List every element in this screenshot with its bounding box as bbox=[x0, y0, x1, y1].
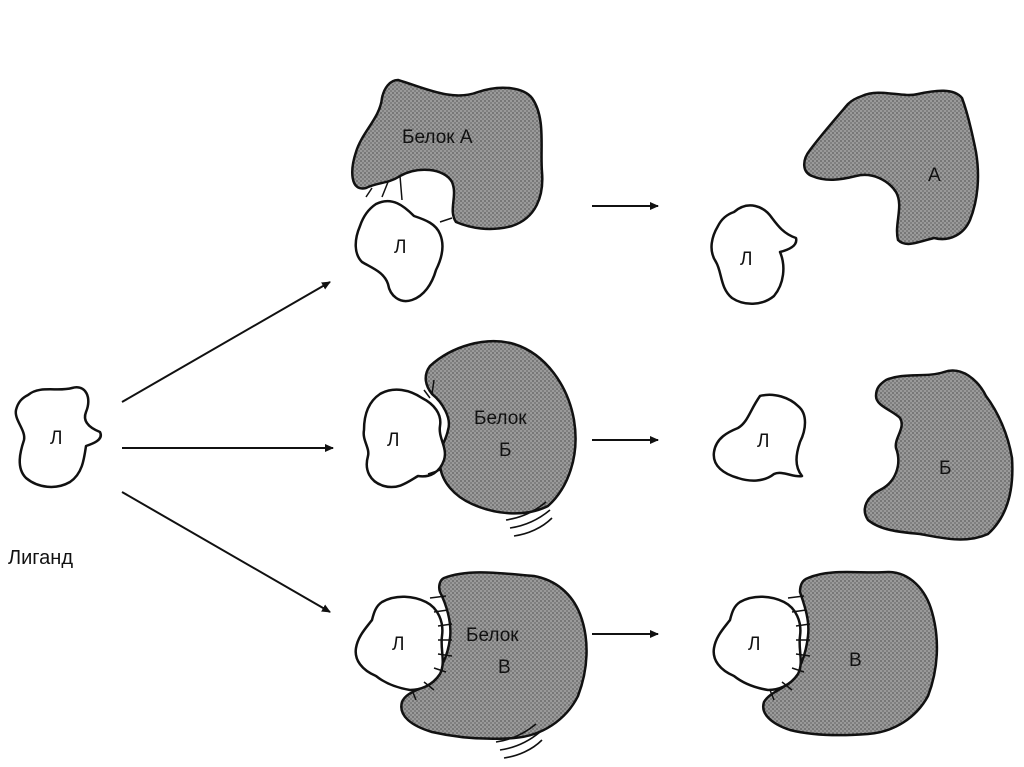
complex-c: Белок В Л bbox=[354, 571, 588, 759]
free-ligand: Л bbox=[14, 386, 103, 489]
protein-c-label-line2: В bbox=[498, 657, 511, 678]
bonds-b bbox=[423, 379, 441, 475]
ligand-bound-c-symbol: Л bbox=[748, 634, 760, 655]
ligand-a-symbol: Л bbox=[394, 237, 406, 258]
product-ligand-b: Л bbox=[712, 393, 807, 482]
ligand-caption: Лиганд bbox=[8, 547, 73, 569]
arrow-to-row-a bbox=[121, 281, 331, 403]
ligand-free-a-shape bbox=[710, 204, 798, 305]
protein-free-a-label: А bbox=[928, 165, 941, 186]
ligand-c-symbol: Л bbox=[392, 634, 404, 655]
ligand-shape bbox=[14, 386, 103, 489]
protein-b-label-line2: Б bbox=[499, 440, 511, 461]
product-protein-b: Б bbox=[863, 369, 1014, 541]
product-protein-a: А bbox=[803, 89, 980, 246]
product-complex-c: В Л bbox=[712, 570, 939, 737]
protein-b-shape bbox=[424, 340, 577, 515]
free-ligand-symbol: Л bbox=[50, 428, 62, 449]
complex-b: Белок Б Л bbox=[362, 340, 577, 537]
protein-free-c-label: В bbox=[849, 650, 862, 671]
arrow-to-row-c bbox=[121, 491, 331, 613]
complex-a: Белок А Л bbox=[351, 78, 544, 303]
protein-free-b-label: Б bbox=[939, 458, 951, 479]
ligand-free-b-shape bbox=[712, 393, 807, 482]
protein-free-b-shape bbox=[863, 369, 1014, 541]
ligand-in-complex-a bbox=[354, 199, 444, 303]
product-ligand-a: Л bbox=[710, 204, 798, 305]
vibration-marks-b bbox=[505, 501, 553, 537]
ligand-free-a-symbol: Л bbox=[740, 249, 752, 270]
ligand-in-complex-b bbox=[362, 388, 447, 489]
ligand-free-b-symbol: Л bbox=[757, 431, 769, 452]
bonds-c-product bbox=[769, 595, 811, 701]
bonds-a bbox=[365, 175, 453, 223]
ligand-bound-c-shape bbox=[712, 595, 802, 692]
protein-c-shape bbox=[400, 571, 588, 740]
ligand-in-complex-c bbox=[354, 595, 444, 692]
protein-b-label-line1: Белок bbox=[474, 408, 527, 429]
ligand-b-symbol: Л bbox=[387, 430, 399, 451]
protein-c-label-line1: Белок bbox=[466, 625, 519, 646]
vibration-marks-c bbox=[495, 723, 543, 759]
protein-a-shape bbox=[351, 78, 544, 231]
protein-free-a-shape bbox=[803, 89, 980, 246]
protein-free-c-shape bbox=[761, 570, 939, 737]
protein-a-label: Белок А bbox=[402, 127, 473, 148]
bonds-c bbox=[411, 595, 453, 701]
